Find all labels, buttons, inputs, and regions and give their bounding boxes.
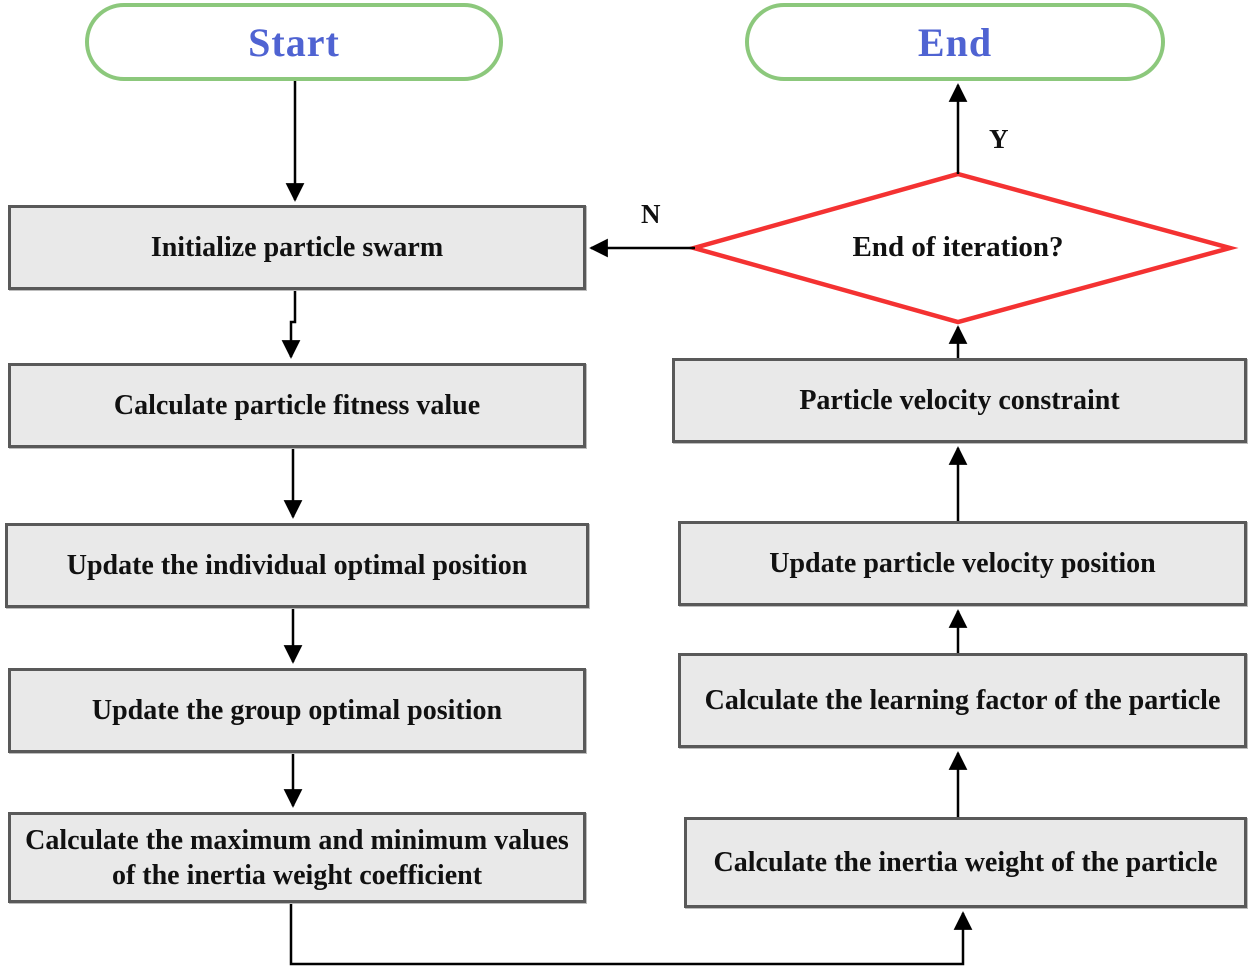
start-terminal: Start	[85, 3, 503, 81]
decision-diamond	[685, 171, 1239, 325]
arrow-coefficient-to-inertia	[289, 903, 973, 966]
process-update-individual-optimal: Update the individual optimal position	[5, 523, 589, 608]
process-update-group-optimal: Update the group optimal position	[8, 668, 586, 753]
process-label: Calculate particle fitness value	[113, 390, 481, 421]
arrow-initialize-to-fitness	[281, 290, 301, 359]
process-calculate-inertia-weight: Calculate the inertia weight of the part…	[684, 817, 1247, 908]
process-update-particle-velocity-position: Update particle velocity position	[678, 521, 1247, 606]
decision-no-label: N	[641, 199, 661, 229]
process-label: Calculate the inertia weight of the part…	[713, 847, 1218, 878]
decision-question: End of iteration?	[852, 231, 1064, 263]
process-initialize-particle-swarm: Initialize particle swarm	[8, 205, 586, 290]
end-label: End	[917, 19, 993, 65]
arrows	[281, 81, 973, 966]
decision-yes-label: Y	[989, 124, 1009, 154]
process-label: Update particle velocity position	[769, 548, 1156, 579]
start-label: Start	[248, 19, 340, 65]
process-label: Update the group optimal position	[91, 695, 503, 726]
process-particle-velocity-constraint: Particle velocity constraint	[672, 358, 1247, 443]
process-calculate-fitness-value: Calculate particle fitness value	[8, 363, 586, 448]
process-calculate-inertia-coefficient-range: Calculate the maximum and minimum values…	[8, 812, 586, 903]
process-calculate-learning-factor: Calculate the learning factor of the par…	[678, 653, 1247, 748]
process-label: Calculate the learning factor of the par…	[704, 685, 1221, 716]
process-label: Particle velocity constraint	[799, 385, 1120, 416]
process-label: Calculate the maximum and minimum values…	[25, 824, 569, 891]
end-terminal: End	[745, 3, 1165, 81]
process-label: Initialize particle swarm	[150, 232, 444, 263]
process-label: Update the individual optimal position	[66, 550, 528, 581]
